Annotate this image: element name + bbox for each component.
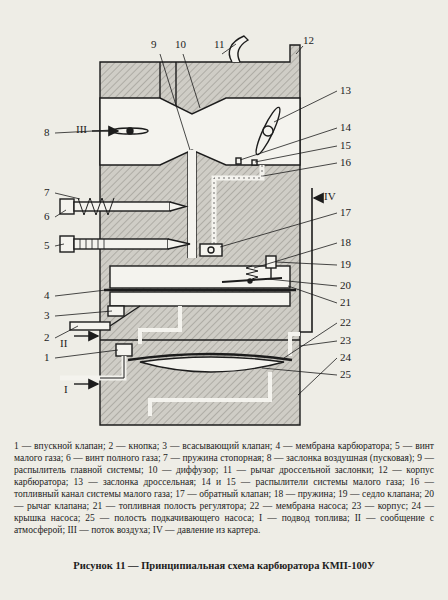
crankcase-line [300,188,312,332]
idle-screw [60,236,190,252]
flow-marker: III [76,123,87,136]
leader-lines [55,44,337,395]
flow-marker: II [60,337,67,350]
callout-number: 24 [340,351,351,364]
throttle-lever [229,36,248,62]
air-channel [100,98,300,165]
callout-number: 10 [175,38,186,51]
callout-number: 5 [44,239,50,252]
check-valve [200,244,222,256]
callout-number: 7 [44,186,50,199]
callout-number: 15 [340,139,351,152]
callout-number: 21 [340,296,351,309]
callout-number: 6 [44,210,50,223]
button [70,322,110,330]
throttle-valve [252,105,283,156]
callout-number: 18 [340,236,351,249]
callout-number: 20 [340,279,351,292]
spring [246,266,258,279]
callout-number: 22 [340,316,351,329]
callout-number: 9 [151,38,157,51]
pump-cavity [140,357,284,372]
callout-number: 17 [340,206,351,219]
carburetor-body [100,45,300,425]
pressure-arrow [314,197,322,198]
callout-number: 12 [303,34,314,47]
callout-number: 19 [340,258,351,271]
figure-caption: Рисунок 11 — Принципиальная схема карбюр… [10,560,438,571]
callout-number: 13 [340,84,351,97]
valve-lever [222,278,282,282]
callout-number: 25 [340,368,351,381]
inlet-valve [116,344,132,356]
carburetor-membrane [104,289,296,291]
callout-number: 16 [340,156,351,169]
callout-number: 11 [214,38,225,51]
regulator-chamber [110,266,290,288]
callout-number: 14 [340,121,351,134]
atmosphere-arrow [74,335,98,336]
flow-marker: IV [324,190,336,203]
flow-marker: I [64,383,68,396]
callout-number: 1 [44,351,50,364]
legend-text: 1 — впускной клапан; 2 — кнопка; 3 — вса… [14,440,434,536]
fuel-inlet-arrow [74,383,98,384]
callout-number: 3 [44,309,50,322]
callout-number: 8 [44,126,50,139]
callout-number: 4 [44,289,50,302]
full-gas-screw [60,198,186,215]
callout-number: 23 [340,334,351,347]
callout-number: 2 [44,331,50,344]
